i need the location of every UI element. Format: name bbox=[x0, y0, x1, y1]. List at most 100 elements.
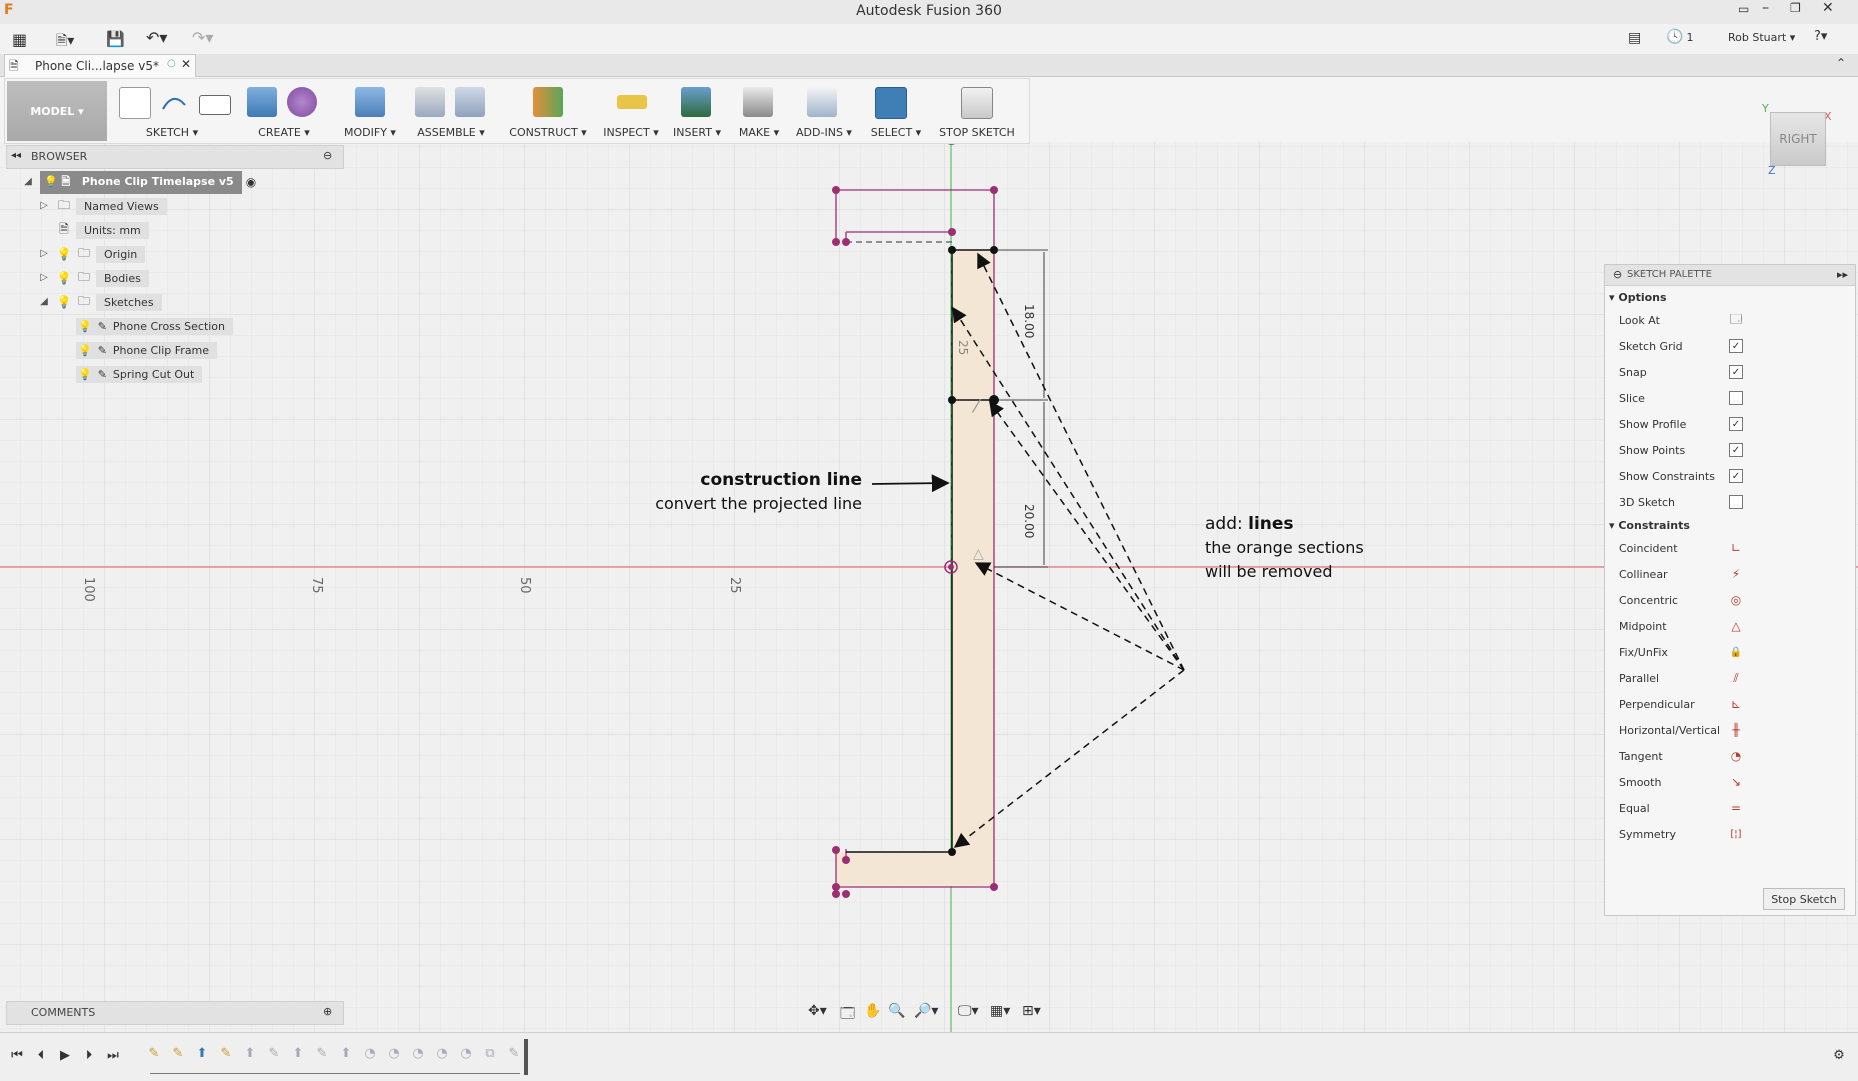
constraint-perpendicular[interactable]: Perpendicular⊾ bbox=[1615, 695, 1845, 715]
sketch-canvas-svg[interactable]: ⁄ △ bbox=[0, 142, 1858, 1032]
sketch-point[interactable] bbox=[832, 846, 840, 854]
dimension-25[interactable]: 25 bbox=[956, 340, 970, 356]
option-slice[interactable]: Slice bbox=[1615, 389, 1845, 409]
sketch-point[interactable] bbox=[832, 890, 840, 898]
sketch-point[interactable] bbox=[842, 238, 850, 246]
construct-group[interactable]: CONSTRUCT ▾ bbox=[503, 79, 593, 143]
tree-sketch-spring-cut-out[interactable]: 💡✎Spring Cut Out bbox=[76, 364, 203, 384]
checkbox-unchecked-icon[interactable] bbox=[1729, 495, 1743, 509]
expand-triangle-icon[interactable]: ▷ bbox=[40, 200, 48, 211]
checkbox-checked-icon[interactable]: ✓ bbox=[1729, 339, 1743, 353]
file-menu-icon[interactable]: 🗎▾ bbox=[56, 33, 75, 49]
palette-expand-icon[interactable]: ▸▸ bbox=[1837, 268, 1849, 281]
palette-minimize-icon[interactable]: ⊖ bbox=[1613, 268, 1623, 281]
job-status[interactable]: 🕓 1 bbox=[1666, 29, 1693, 45]
stop-sketch-group[interactable]: STOP SKETCH bbox=[935, 79, 1019, 143]
stop-sketch-icon[interactable] bbox=[961, 87, 993, 119]
tree-item-bodies[interactable]: ▷ 💡 🗀 Bodies bbox=[38, 268, 149, 288]
insert-image-icon[interactable] bbox=[681, 87, 711, 117]
constraint-parallel[interactable]: Parallel⫽ bbox=[1615, 669, 1845, 689]
pan-icon[interactable]: ✋ bbox=[864, 1003, 882, 1019]
sketch-point[interactable] bbox=[832, 186, 840, 194]
sketch-feature-icon[interactable]: ✎ bbox=[268, 1046, 280, 1061]
tree-root[interactable]: ◢ 💡 🗎 Phone Clip Timelapse v5 ◉ bbox=[22, 170, 256, 194]
look-at-nav-icon[interactable]: 🗔 bbox=[840, 1006, 856, 1022]
press-pull-icon[interactable] bbox=[355, 87, 385, 117]
sketch-point[interactable] bbox=[948, 246, 956, 254]
parallel-icon[interactable]: ⫽ bbox=[1733, 670, 1739, 685]
sphere-icon[interactable] bbox=[287, 87, 317, 117]
checkbox-checked-icon[interactable]: ✓ bbox=[1729, 469, 1743, 483]
option-show-constraints[interactable]: Show Constraints✓ bbox=[1615, 467, 1845, 487]
constraint-midpoint[interactable]: Midpoint△ bbox=[1615, 617, 1845, 637]
sketch-point[interactable] bbox=[948, 396, 956, 404]
play-icon[interactable]: ▶ bbox=[60, 1048, 70, 1063]
sketch-feature-icon[interactable]: ✎ bbox=[508, 1046, 520, 1061]
smooth-icon[interactable]: ↘ bbox=[1730, 775, 1742, 789]
constraint-collinear[interactable]: Collinear⚡ bbox=[1615, 565, 1845, 585]
sketch-feature-icon[interactable]: ✎ bbox=[172, 1046, 184, 1061]
constraint-tangent[interactable]: Tangent◔ bbox=[1615, 747, 1845, 767]
tree-item-origin[interactable]: ▷ 💡 🗀 Origin bbox=[38, 244, 146, 264]
midpoint-icon[interactable]: △ bbox=[1731, 619, 1741, 633]
perpendicular-icon[interactable]: ⊾ bbox=[1730, 697, 1742, 711]
grid-settings-icon[interactable]: ▦▾ bbox=[990, 1003, 1011, 1019]
constraint-smooth[interactable]: Smooth↘ bbox=[1615, 773, 1845, 793]
profile-fill-bottom[interactable] bbox=[836, 852, 994, 886]
viewcube[interactable]: RIGHT bbox=[1770, 112, 1826, 166]
option-3d-sketch[interactable]: 3D Sketch bbox=[1615, 493, 1845, 513]
go-to-start-icon[interactable]: ⏮ bbox=[11, 1048, 23, 1063]
go-to-end-icon[interactable]: ⏭ bbox=[107, 1048, 119, 1063]
constraints-section-header[interactable]: ▾ Constraints bbox=[1609, 519, 1690, 532]
viewports-icon[interactable]: ⊞▾ bbox=[1022, 1003, 1041, 1019]
extrude-feature-icon[interactable]: ⬆ bbox=[292, 1046, 304, 1061]
tree-sketch-phone-cross-section[interactable]: 💡✎Phone Cross Section bbox=[76, 316, 234, 336]
lock-icon[interactable]: 🔒 bbox=[1729, 646, 1743, 658]
sketch-point[interactable] bbox=[948, 228, 956, 236]
design-canvas[interactable]: ⁄ △ 100 75 50 25 0 18.00 20.00 25 constr… bbox=[0, 138, 1858, 1032]
create-sketch-icon[interactable] bbox=[119, 87, 151, 119]
dimension-20[interactable]: 20.00 bbox=[1022, 504, 1036, 539]
select-group[interactable]: SELECT ▾ bbox=[863, 79, 929, 143]
fillet-feature-icon[interactable]: ◔ bbox=[388, 1046, 400, 1061]
modify-group[interactable]: MODIFY ▾ bbox=[335, 79, 405, 143]
joint-icon[interactable] bbox=[455, 87, 485, 117]
zoom-window-icon[interactable]: 🔎▾ bbox=[914, 1003, 939, 1019]
user-menu[interactable]: Rob Stuart ▾ bbox=[1728, 31, 1796, 44]
checkbox-checked-icon[interactable]: ✓ bbox=[1729, 417, 1743, 431]
checkbox-checked-icon[interactable]: ✓ bbox=[1729, 365, 1743, 379]
collapse-browser-icon[interactable]: ◂◂ bbox=[11, 150, 22, 161]
make-group[interactable]: MAKE ▾ bbox=[731, 79, 787, 143]
fillet-feature-icon[interactable]: ◔ bbox=[436, 1046, 448, 1061]
lightbulb-on-icon[interactable]: 💡 bbox=[78, 367, 92, 381]
sketch-point[interactable] bbox=[842, 890, 850, 898]
close-tab-icon[interactable]: ✕ bbox=[181, 57, 192, 71]
tree-item-sketches[interactable]: ◢ 💡 🗀 Sketches bbox=[38, 292, 162, 312]
tangent-icon[interactable]: ◔ bbox=[1730, 749, 1742, 763]
sketch-point[interactable] bbox=[832, 883, 840, 891]
redo-icon[interactable]: ↷▾ bbox=[192, 28, 214, 47]
expand-triangle-icon[interactable]: ▷ bbox=[40, 272, 48, 283]
sketch-feature-icon[interactable]: ✎ bbox=[220, 1046, 232, 1061]
equal-icon[interactable]: = bbox=[1730, 801, 1742, 815]
lightbulb-off-icon[interactable]: 💡 bbox=[56, 271, 72, 285]
sketch-point[interactable] bbox=[990, 883, 998, 891]
sketch-feature-icon[interactable]: ✎ bbox=[148, 1046, 160, 1061]
dimension-18[interactable]: 18.00 bbox=[1022, 304, 1036, 339]
new-component-icon[interactable] bbox=[415, 87, 445, 117]
lightbulb-off-icon[interactable]: 💡 bbox=[78, 343, 92, 357]
extrude-feature-icon[interactable]: ⬆ bbox=[244, 1046, 256, 1061]
undo-icon[interactable]: ↶▾ bbox=[146, 28, 168, 47]
fillet-feature-icon[interactable]: ◔ bbox=[412, 1046, 424, 1061]
help-icon[interactable]: ?▾ bbox=[1814, 29, 1828, 44]
option-snap[interactable]: Snap✓ bbox=[1615, 363, 1845, 383]
lightbulb-off-icon[interactable]: 💡 bbox=[56, 247, 72, 261]
restore-button[interactable]: ❐ bbox=[1790, 1, 1801, 15]
add-comment-icon[interactable]: ⊕ bbox=[323, 1005, 333, 1018]
close-window-button[interactable]: ✕ bbox=[1822, 0, 1834, 16]
profile-fill-upper[interactable] bbox=[952, 250, 994, 568]
minimize-browser-icon[interactable]: ⊖ bbox=[323, 149, 333, 162]
browser-panel-header[interactable]: ◂◂ BROWSER ⊖ bbox=[6, 145, 344, 169]
lightbulb-on-icon[interactable]: 💡 bbox=[56, 295, 72, 309]
document-tab[interactable]: 🗎 Phone Cli...lapse v5* ○ ✕ bbox=[4, 54, 196, 77]
